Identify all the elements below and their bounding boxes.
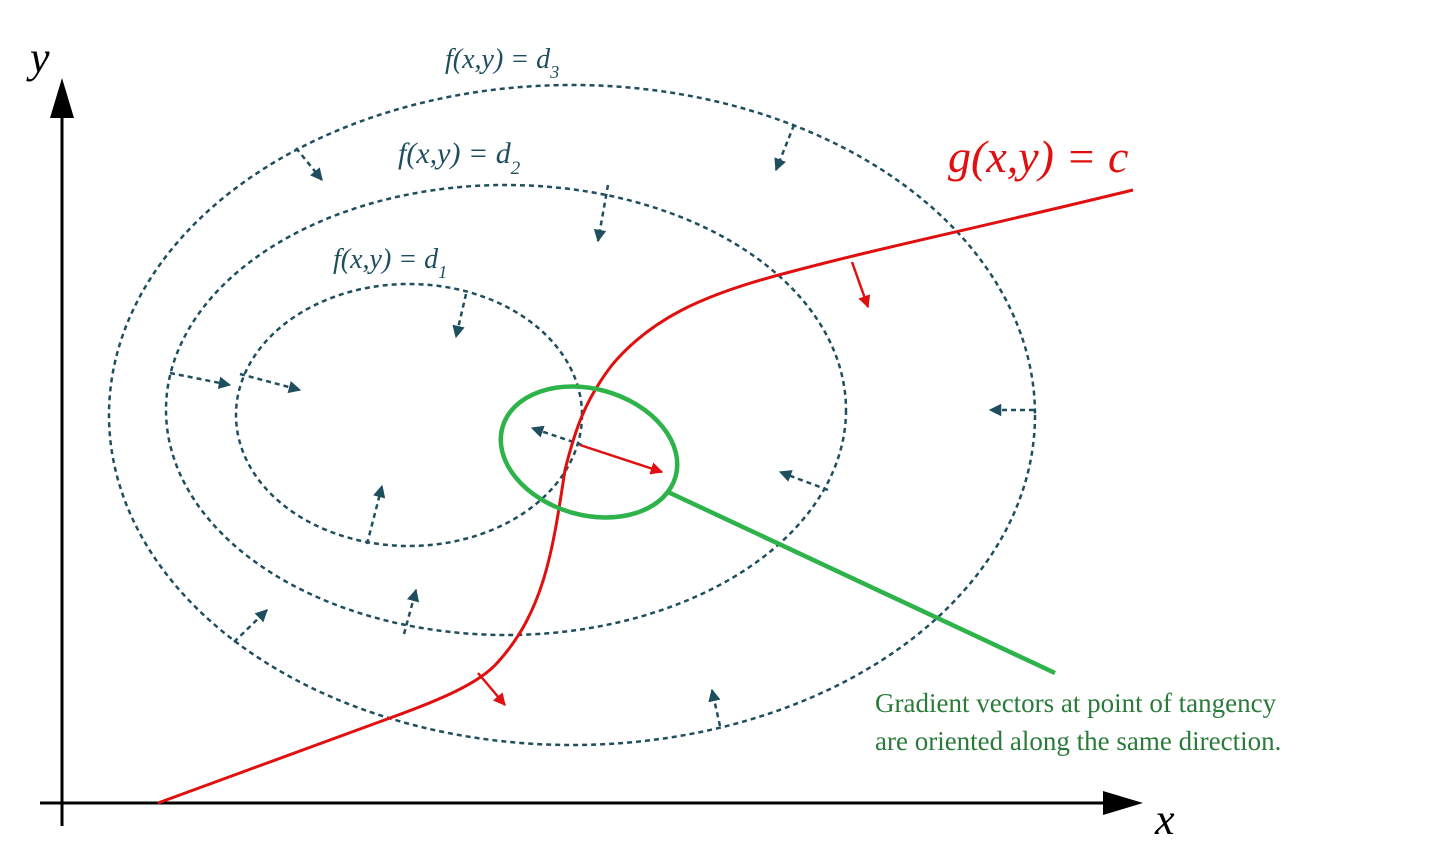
tangency-circle	[498, 384, 680, 520]
f-gradient-arrow	[402, 588, 420, 635]
f-gradient-arrow	[774, 124, 796, 172]
annotation-line-1: Gradient vectors at point of tangency	[875, 688, 1277, 718]
contour-label-d2: f(x,y) = d2	[398, 137, 521, 179]
contour-labels: f(x,y) = d3 f(x,y) = d2 f(x,y) = d1	[333, 44, 559, 282]
contour-d2	[164, 183, 848, 637]
f-gradient-arrow	[778, 470, 829, 492]
f-gradient-arrow	[708, 688, 722, 727]
g-gradient-arrow	[850, 261, 871, 309]
f-gradient-arrow	[169, 371, 232, 389]
g-gradient-arrow	[477, 672, 506, 706]
f-gradient-arrow	[452, 293, 468, 339]
x-axis-label: x	[1154, 795, 1175, 844]
f-gradient-arrow	[239, 372, 302, 394]
y-axis-label: y	[26, 33, 50, 82]
tangency-highlight	[498, 384, 1056, 676]
f-gradient-arrow	[295, 147, 323, 181]
g-gradient-arrow	[579, 443, 664, 475]
axes: y x	[26, 33, 1175, 844]
f-gradient-arrow	[365, 484, 386, 545]
contour-lines	[107, 83, 1037, 747]
callout-line	[667, 489, 1056, 676]
f-gradient-arrow	[233, 609, 268, 643]
f-gradient-arrow	[593, 184, 610, 243]
constraint-label: g(x,y) = c	[948, 131, 1128, 182]
contour-d3	[107, 83, 1037, 747]
annotation-text: Gradient vectors at point of tangency ar…	[875, 688, 1281, 756]
constraint-curve	[157, 188, 1134, 805]
x-axis-arrowhead	[1103, 791, 1143, 815]
f-gradient-arrows	[169, 124, 1034, 727]
contour-label-d3: f(x,y) = d3	[445, 44, 559, 82]
g-gradient-arrows	[477, 261, 871, 706]
contour-d1	[234, 282, 584, 548]
contour-label-d1: f(x,y) = d1	[333, 244, 447, 282]
y-axis-arrowhead	[50, 78, 74, 118]
annotation-line-2: are oriented along the same direction.	[875, 726, 1281, 756]
